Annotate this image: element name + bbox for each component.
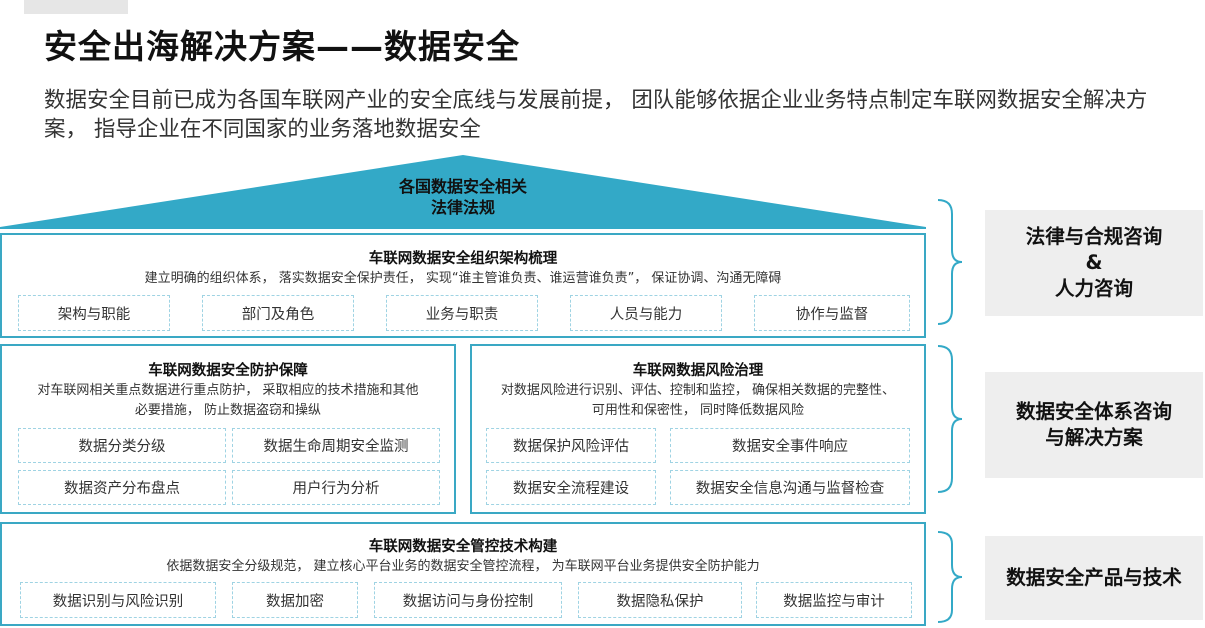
tech-item-access-control: 数据访问与身份控制 [374, 582, 562, 618]
tech-item-privacy: 数据隐私保护 [578, 582, 742, 618]
side-legal-line1: 法律与合规咨询 [1025, 225, 1163, 248]
org-item-business: 业务与职责 [386, 295, 538, 331]
tech-item-encryption: 数据加密 [232, 582, 358, 618]
org-item-collaboration: 协作与监督 [754, 295, 910, 331]
tech-item-monitoring: 数据监控与审计 [756, 582, 912, 618]
brace-product [937, 531, 963, 623]
protection-box: 车联网数据安全防护保障 对车联网相关重点数据进行重点防护， 采取相应的技术措施和… [0, 344, 456, 514]
protection-item-user-behavior: 用户行为分析 [232, 470, 440, 505]
intro-paragraph: 数据安全目前已成为各国车联网产业的安全底线与发展前提， 团队能够依据企业业务特点… [44, 88, 1148, 142]
risk-desc-line1: 对数据风险进行识别、评估、控制和监控， 确保相关数据的完整性、 [500, 383, 896, 398]
risk-item-process-building: 数据安全流程建设 [486, 470, 656, 505]
side-system-consulting: 数据安全体系咨询 与解决方案 [985, 372, 1203, 478]
roof-triangle [0, 155, 926, 229]
org-item-departments: 部门及角色 [202, 295, 354, 331]
side-system-line1: 数据安全体系咨询 [1015, 400, 1172, 423]
tech-item-identification: 数据识别与风险识别 [20, 582, 216, 618]
tech-control-title: 车联网数据安全管控技术构建 [368, 539, 558, 555]
risk-item-assessment: 数据保护风险评估 [486, 428, 656, 463]
org-structure-box: 车联网数据安全组织架构梳理 建立明确的组织体系， 落实数据安全保护责任， 实现“… [0, 233, 926, 338]
top-decoration-bar [24, 0, 128, 14]
risk-governance-title: 车联网数据风险治理 [632, 363, 764, 379]
roof-label-line2: 法律法规 [430, 198, 495, 217]
risk-governance-box: 车联网数据风险治理 对数据风险进行识别、评估、控制和监控， 确保相关数据的完整性… [470, 344, 926, 514]
org-structure-title: 车联网数据安全组织架构梳理 [368, 251, 558, 267]
roof-label: 各国数据安全相关 法律法规 [300, 176, 626, 218]
brace-system [937, 345, 963, 493]
side-legal-amp: & [1085, 251, 1103, 274]
tech-control-desc: 依据数据安全分级规范， 建立核心平台业务的数据安全管控流程， 为车联网平台业务提… [166, 559, 760, 574]
side-product-tech: 数据安全产品与技术 [985, 536, 1203, 620]
side-legal-consulting: 法律与合规咨询 & 人力咨询 [985, 210, 1203, 316]
side-legal-line2: 人力咨询 [1054, 277, 1133, 300]
protection-item-lifecycle: 数据生命周期安全监测 [232, 428, 440, 463]
side-product-label: 数据安全产品与技术 [1006, 566, 1182, 589]
risk-item-incident-response: 数据安全事件响应 [670, 428, 910, 463]
org-item-personnel: 人员与能力 [570, 295, 722, 331]
tech-control-box: 车联网数据安全管控技术构建 依据数据安全分级规范， 建立核心平台业务的数据安全管… [0, 522, 926, 626]
protection-item-classification: 数据分类分级 [18, 428, 226, 463]
risk-desc-line2: 可用性和保密性， 同时降低数据风险 [591, 403, 805, 418]
page-title: 安全出海解决方案——数据安全 [44, 27, 520, 66]
roof-label-line1: 各国数据安全相关 [398, 177, 527, 196]
protection-title: 车联网数据安全防护保障 [148, 363, 308, 379]
protection-item-asset-inventory: 数据资产分布盘点 [18, 470, 226, 505]
side-system-line2: 与解决方案 [1045, 426, 1143, 449]
protection-desc-line1: 对车联网相关重点数据进行重点防护， 采取相应的技术措施和其他 [37, 383, 419, 398]
org-item-architecture: 架构与职能 [18, 295, 170, 331]
protection-desc-line2: 必要措施， 防止数据盗窃和操纵 [134, 403, 322, 418]
org-structure-desc: 建立明确的组织体系， 落实数据安全保护责任， 实现“谁主管谁负责、谁运营谁负责”… [144, 271, 782, 286]
brace-legal [937, 199, 963, 325]
risk-item-communication: 数据安全信息沟通与监督检查 [670, 470, 910, 505]
